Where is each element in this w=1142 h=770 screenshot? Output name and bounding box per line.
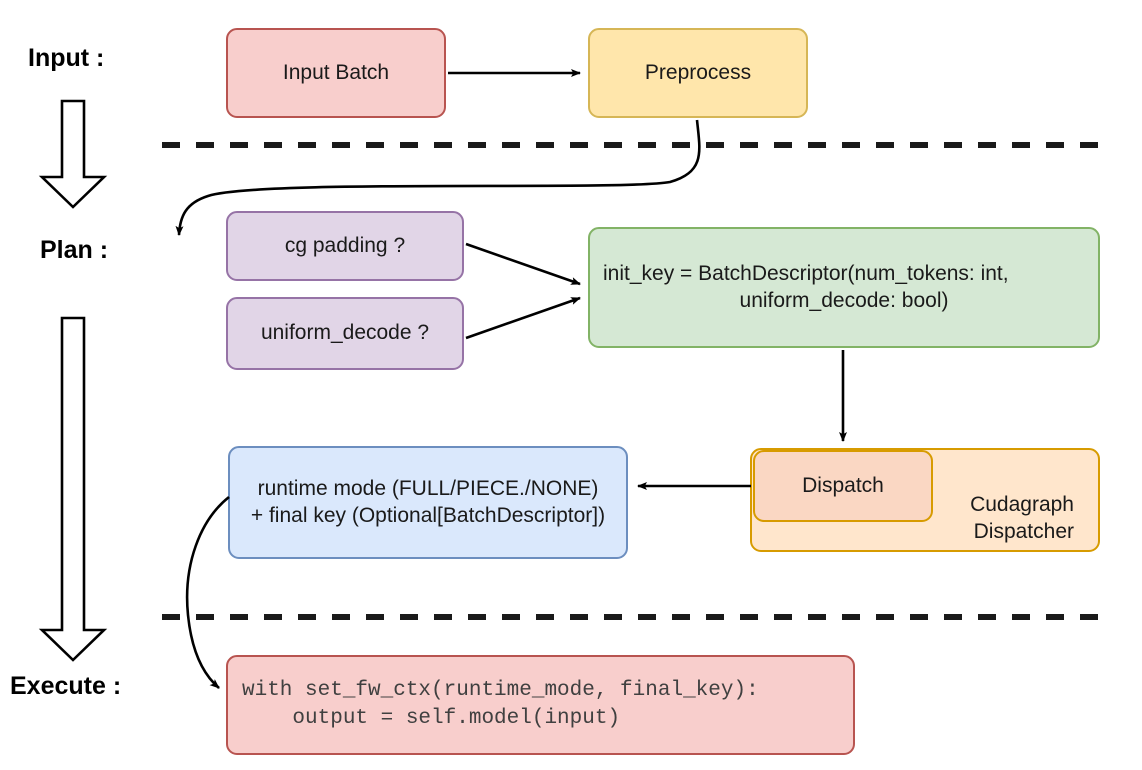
node-cudagraph-dispatcher-line-1: Cudagraph	[970, 493, 1074, 517]
node-init-key[interactable]: init_key = BatchDescriptor(num_tokens: i…	[588, 227, 1100, 348]
node-preprocess-label: Preprocess	[644, 60, 752, 84]
plan-to-execute-block-arrow	[38, 316, 108, 662]
stage-label-execute: Execute :	[10, 672, 122, 700]
node-input-batch[interactable]: Input Batch	[226, 28, 446, 118]
node-cg-padding[interactable]: cg padding ?	[226, 211, 464, 281]
node-input-batch-label: Input Batch	[282, 60, 390, 84]
stage-label-input: Input :	[28, 44, 105, 72]
node-runtime-mode-line-1: runtime mode (FULL/PIECE./NONE)	[257, 476, 599, 500]
connector-runtime-mode-to-execute-code	[185, 495, 230, 689]
node-execute-code[interactable]: with set_fw_ctx(runtime_mode, final_key)…	[226, 655, 855, 755]
node-cudagraph-dispatcher-line-2: Dispatcher	[973, 520, 1074, 544]
node-runtime-mode[interactable]: runtime mode (FULL/PIECE./NONE) + final …	[228, 446, 628, 559]
node-dispatch-label: Dispatch	[802, 473, 884, 497]
node-init-key-line-1: init_key = BatchDescriptor(num_tokens: i…	[603, 261, 1009, 285]
stage-label-plan: Plan :	[40, 236, 109, 264]
node-runtime-mode-line-2: + final key (Optional[BatchDescriptor])	[250, 503, 606, 527]
node-init-key-line-2: uniform_decode: bool)	[739, 288, 949, 312]
node-execute-code-line-1: with set_fw_ctx(runtime_mode, final_key)…	[242, 678, 759, 702]
node-execute-code-line-2: output = self.model(input)	[242, 707, 621, 730]
node-dispatch[interactable]: Dispatch	[753, 450, 933, 522]
connector-cg-padding-to-init-key	[465, 242, 581, 286]
node-uniform-decode-label: uniform_decode ?	[260, 321, 430, 345]
node-preprocess[interactable]: Preprocess	[588, 28, 808, 118]
node-cg-padding-label: cg padding ?	[284, 233, 406, 257]
connector-uniform-decode-to-init-key	[465, 296, 581, 340]
input-to-plan-block-arrow	[38, 99, 108, 209]
node-uniform-decode[interactable]: uniform_decode ?	[226, 297, 464, 370]
